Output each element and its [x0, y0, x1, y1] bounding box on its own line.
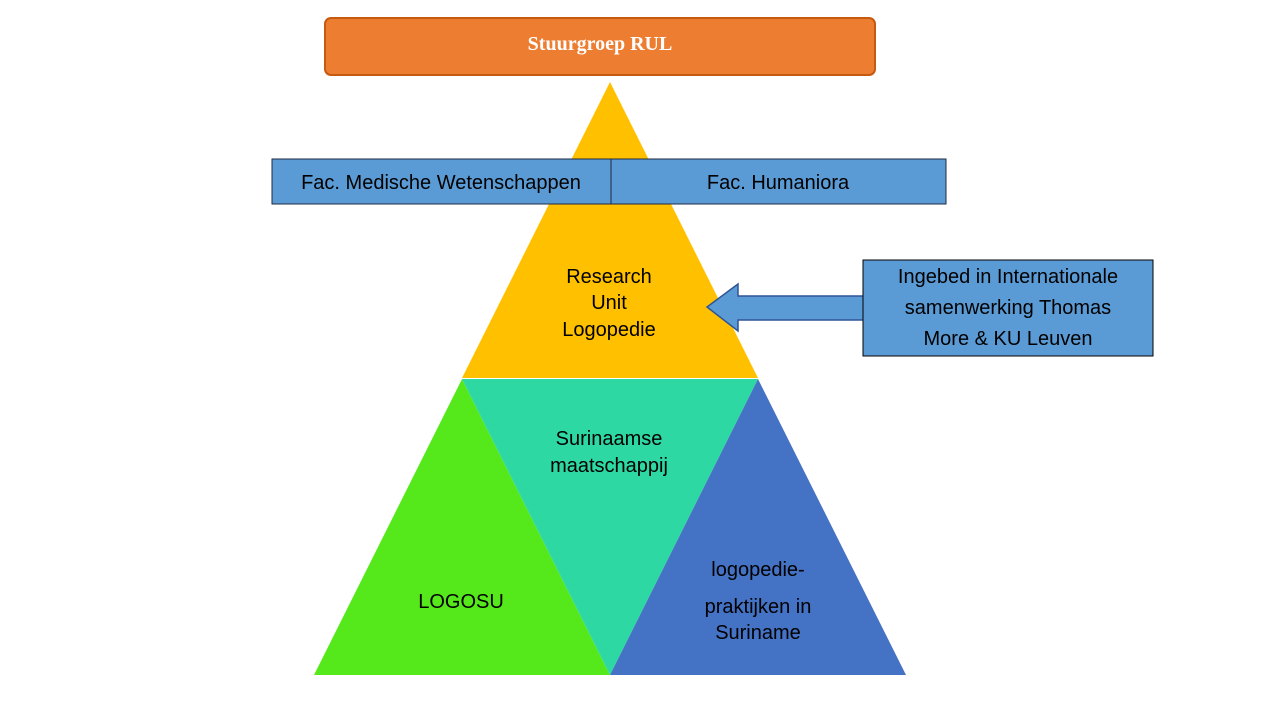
- title-box: [324, 17, 876, 76]
- callout-line2: samenwerking Thomas: [905, 297, 1111, 319]
- callout-line3: More & KU Leuven: [924, 328, 1093, 350]
- apex-triangle: [462, 82, 758, 378]
- callout-box: [862, 259, 1154, 357]
- apex-label-line2: Unit: [591, 292, 627, 314]
- center-label-line2: maatschappij: [550, 455, 668, 477]
- right-triangle: [610, 379, 906, 675]
- right-label-line1: logopedie-: [711, 559, 804, 581]
- center-triangle: [462, 379, 758, 675]
- left-label: LOGOSU: [418, 591, 504, 613]
- apex-label-line1: Research: [566, 266, 652, 288]
- center-label-line1: Surinaamse: [556, 428, 663, 450]
- right-label-line3: Suriname: [715, 622, 801, 644]
- callout-line1: Ingebed in Internationale: [898, 266, 1118, 288]
- faculty-box-humaniora: [610, 158, 947, 205]
- faculty-label-humaniora: Fac. Humaniora: [707, 172, 850, 194]
- title-text: Stuurgroep RUL: [528, 33, 673, 55]
- apex-label-line3: Logopedie: [562, 319, 655, 341]
- right-label-line2: praktijken in: [705, 596, 812, 618]
- left-triangle: [314, 379, 610, 675]
- faculty-label-medical: Fac. Medische Wetenschappen: [301, 172, 581, 194]
- faculty-box-medical: [271, 158, 612, 205]
- left-arrow-icon: [705, 282, 865, 333]
